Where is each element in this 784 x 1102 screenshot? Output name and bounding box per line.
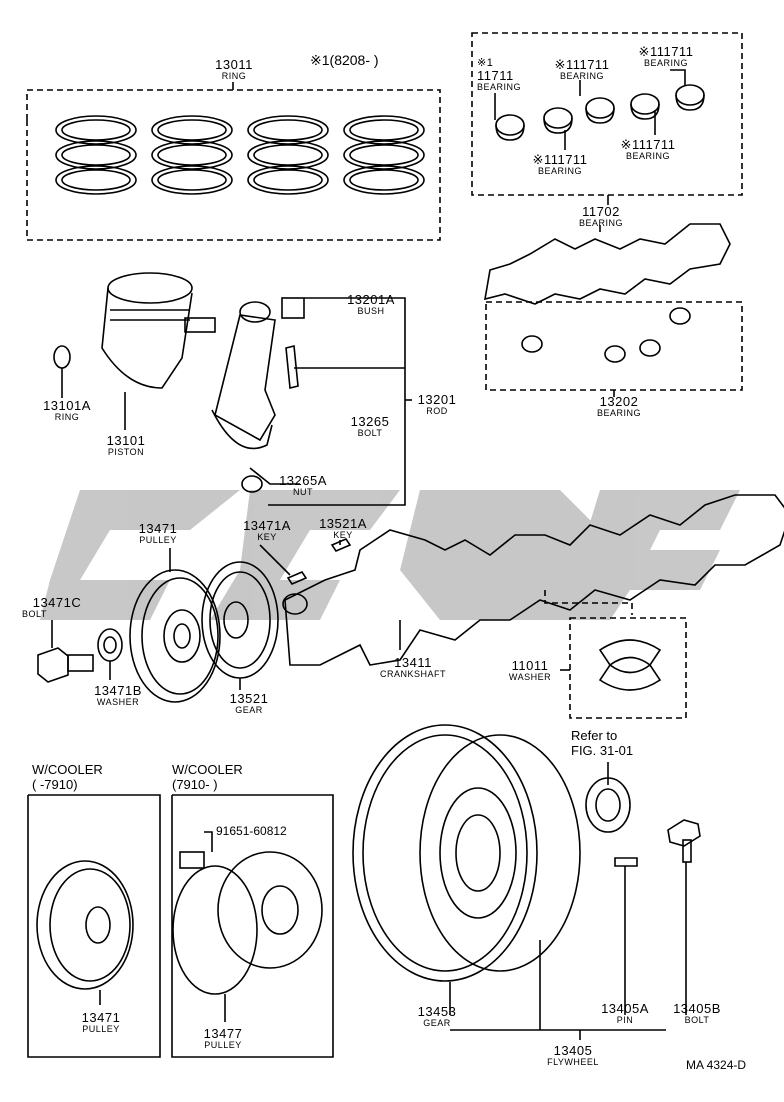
crankshaft-drawing	[282, 494, 784, 666]
serial-note: ※1(8208- )	[310, 52, 379, 68]
bearing-lower-right-label: ※111711 BEARING	[620, 137, 676, 161]
cooler-old-box	[27, 794, 161, 1058]
piston-drawing	[53, 272, 216, 430]
bearing-ring-drawing	[585, 762, 631, 833]
bearing-upper-mid-label: ※111711 BEARING	[554, 57, 610, 81]
rod-bearing-label: 13202 BEARING	[596, 394, 641, 418]
thrust-washer-label: 11011 WASHER	[508, 658, 552, 682]
cooler-old-title: W/COOLER ( -7910)	[32, 762, 103, 792]
note-symbol: ※1	[310, 52, 330, 68]
bush-label: 13201A BUSH	[347, 292, 395, 316]
flywheel-bolt-label: 13405B BOLT	[673, 1001, 721, 1025]
ring-set-box	[26, 82, 441, 241]
rod-bolt-label: 13265 BOLT	[350, 414, 390, 438]
rod-nut-label: 13265A NUT	[279, 473, 327, 497]
pulley-washer-label: 13471B WASHER	[94, 683, 142, 707]
timing-gear-drawing	[201, 561, 279, 690]
connecting-rod-drawing	[211, 297, 412, 506]
thrust-washer-box	[560, 617, 687, 719]
watermark-logo	[40, 490, 740, 620]
bearing-shells-drawing	[495, 84, 705, 141]
cooler-new-title: W/COOLER (7910- )	[172, 762, 243, 792]
cooler-bolt-part-number: 91651-60812	[216, 824, 287, 838]
crankshaft-upper-drawing	[484, 223, 731, 305]
gear-key-label: 13521A KEY	[319, 516, 367, 540]
refer-note: Refer to FIG. 31-01	[571, 728, 634, 758]
ring-set-label: 13011 RING	[215, 57, 253, 81]
bearing-upper-left-label: ※1 11711 BEARING	[477, 57, 522, 92]
keys-drawing	[259, 538, 352, 585]
piston-rings-drawing	[55, 115, 425, 195]
cooler-pulley-new-label: 13477 PULLEY	[203, 1026, 243, 1050]
gear-label: 13521 GEAR	[229, 691, 269, 715]
flywheel-label: 13405 FLYWHEEL	[547, 1043, 599, 1067]
pulley-washer-drawing	[97, 628, 123, 680]
pulley-label: 13471 PULLEY	[138, 521, 178, 545]
rod-label: 13201 ROD	[417, 392, 457, 416]
flywheel-bolt-drawing	[667, 819, 701, 1015]
bearing-upper-right-label: ※111711 BEARING	[638, 44, 694, 68]
flywheel-drawing	[352, 724, 666, 1040]
piston-ring-label: 13101A RING	[43, 398, 91, 422]
crankshaft-label: 13411 CRANKSHAFT	[379, 655, 446, 679]
main-bearing-label: 11702 BEARING	[578, 204, 623, 228]
upper-bearings-box	[471, 32, 743, 205]
flywheel-pin-drawing	[614, 857, 638, 1015]
cooler-pulley-label: 13471 PULLEY	[81, 1010, 121, 1034]
pulley-key-label: 13471A KEY	[243, 518, 291, 542]
diagram-code: MA 4324-D	[686, 1058, 747, 1072]
pulley-bolt-label: 13471C BOLT	[22, 595, 82, 619]
piston-label: 13101 PISTON	[106, 433, 146, 457]
rod-bearings-box	[485, 301, 743, 397]
front-pulley-drawing	[129, 548, 221, 703]
pulley-bolt-drawing	[37, 620, 94, 683]
cooler-new-box	[171, 794, 334, 1058]
bearing-lower-mid-label: ※111711 BEARING	[532, 152, 588, 176]
ring-gear-label: 13453 GEAR	[417, 1004, 457, 1028]
flywheel-pin-label: 13405A PIN	[601, 1001, 649, 1025]
